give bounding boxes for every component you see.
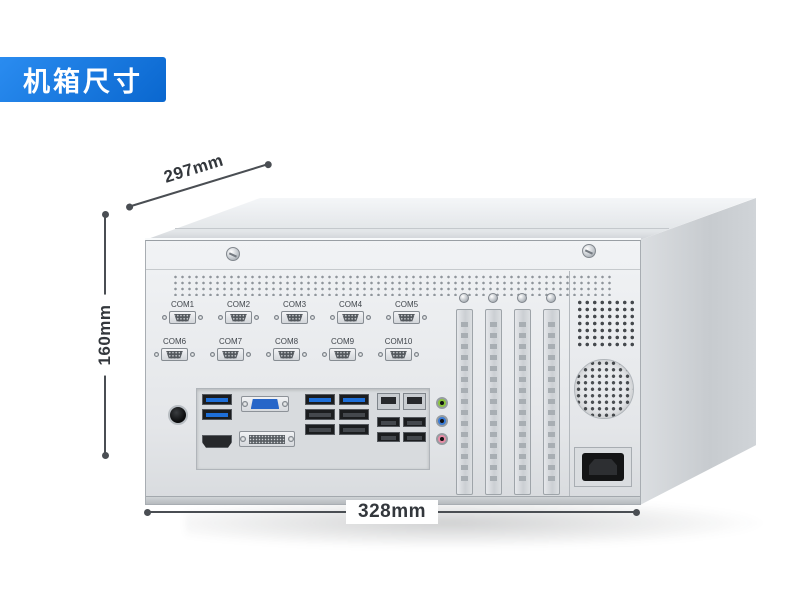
db9-connector-icon: [330, 311, 371, 324]
expansion-slot-cover: [485, 309, 502, 495]
db9-connector-icon: [274, 311, 315, 324]
com-port-label: COM2: [226, 300, 251, 309]
usb3-port-icon: [202, 394, 232, 405]
expansion-slot-cover: [456, 309, 473, 495]
audio-jack-linein-icon: [436, 415, 448, 427]
com-port: COM5: [384, 301, 429, 324]
audio-jack-mic-icon: [436, 433, 448, 445]
db9-connector-icon: [378, 348, 419, 361]
com-port: COM9: [320, 338, 365, 361]
chassis-top-face: [145, 198, 755, 240]
com-port: COM6: [152, 338, 197, 361]
antenna-hole-icon: [168, 405, 188, 425]
slot-screw-icon: [546, 293, 556, 303]
ethernet-port-icon: [377, 393, 400, 410]
com-port-label: COM3: [282, 300, 307, 309]
dimension-height-label: 160mm: [93, 294, 117, 376]
thumb-screw-icon: [226, 247, 240, 261]
db9-connector-icon: [162, 311, 203, 324]
usb3-port-icon: [202, 409, 232, 420]
com-port-label: COM5: [394, 300, 419, 309]
usb2-port-icon: [377, 417, 400, 427]
com-port-label: COM4: [338, 300, 363, 309]
chassis-top-edge-highlight: [145, 238, 641, 240]
usb2-port-icon: [339, 409, 369, 420]
slot-screw-icon: [459, 293, 469, 303]
com-port-label: COM9: [330, 337, 355, 346]
usb2-port-icon: [403, 417, 426, 427]
badge-label: 机箱尺寸: [23, 67, 143, 97]
db9-connector-icon: [266, 348, 307, 361]
floor-shadow: [185, 497, 770, 549]
dimension-depth-label: 297mm: [161, 150, 226, 187]
ac-inlet-plate: [574, 447, 632, 487]
com-port-label: COM6: [162, 337, 187, 346]
com-port: COM10: [376, 338, 421, 361]
db9-connector-icon: [218, 311, 259, 324]
slot-screw-icon: [488, 293, 498, 303]
usb2-port-icon: [377, 432, 400, 442]
com-port-label: COM8: [274, 337, 299, 346]
db9-connector-icon: [322, 348, 363, 361]
com-port-label: COM1: [170, 300, 195, 309]
hdmi-port-icon: [202, 435, 232, 448]
slot-screw-icon: [517, 293, 527, 303]
com-port-row-1: COM1 COM2 COM3 COM4 COM5: [160, 301, 429, 324]
ethernet-port-icon: [403, 393, 426, 410]
com-port: COM3: [272, 301, 317, 324]
db9-connector-icon: [154, 348, 195, 361]
expansion-slot-cover: [514, 309, 531, 495]
psu-fan-grille-icon: [574, 359, 634, 419]
expansion-slot-cover: [543, 309, 560, 495]
dvi-port-icon: [239, 431, 295, 447]
io-port-cluster: [196, 388, 430, 470]
com-port-label: COM7: [218, 337, 243, 346]
db9-connector-icon: [386, 311, 427, 324]
com-port-label: COM10: [384, 337, 413, 346]
com-port-row-2: COM6 COM7 COM8 COM9 COM10: [152, 338, 421, 361]
com-port: COM4: [328, 301, 373, 324]
db9-connector-icon: [210, 348, 251, 361]
com-port: COM8: [264, 338, 309, 361]
dimension-width-label: 328mm: [346, 500, 438, 524]
audio-jack-lineout-icon: [436, 397, 448, 409]
chassis-lid-seam: [175, 228, 669, 229]
thumb-screw-icon: [582, 244, 596, 258]
psu-seam: [569, 271, 570, 497]
usb2-port-icon: [305, 409, 335, 420]
chassis-side-face: [640, 198, 756, 505]
com-port: COM1: [160, 301, 205, 324]
dimension-width: 328mm: [144, 500, 640, 524]
dimension-height: 160mm: [93, 211, 117, 459]
usb3-port-icon: [339, 394, 369, 405]
usb2-port-icon: [305, 424, 335, 435]
section-badge: 机箱尺寸: [0, 57, 166, 102]
ac-power-inlet-icon: [582, 453, 624, 481]
vent-perforations: [172, 274, 612, 296]
usb2-port-icon: [403, 432, 426, 442]
psu-vent-grid: [576, 299, 634, 349]
dimension-depth: 297mm: [127, 151, 270, 208]
usb2-port-icon: [339, 424, 369, 435]
usb3-port-icon: [305, 394, 335, 405]
com-port: COM7: [208, 338, 253, 361]
rear-plate-seam: [146, 269, 640, 270]
chassis-rear-panel: COM1 COM2 COM3 COM4 COM5 COM6: [145, 240, 641, 505]
vga-port-icon: [241, 396, 289, 412]
com-port: COM2: [216, 301, 261, 324]
